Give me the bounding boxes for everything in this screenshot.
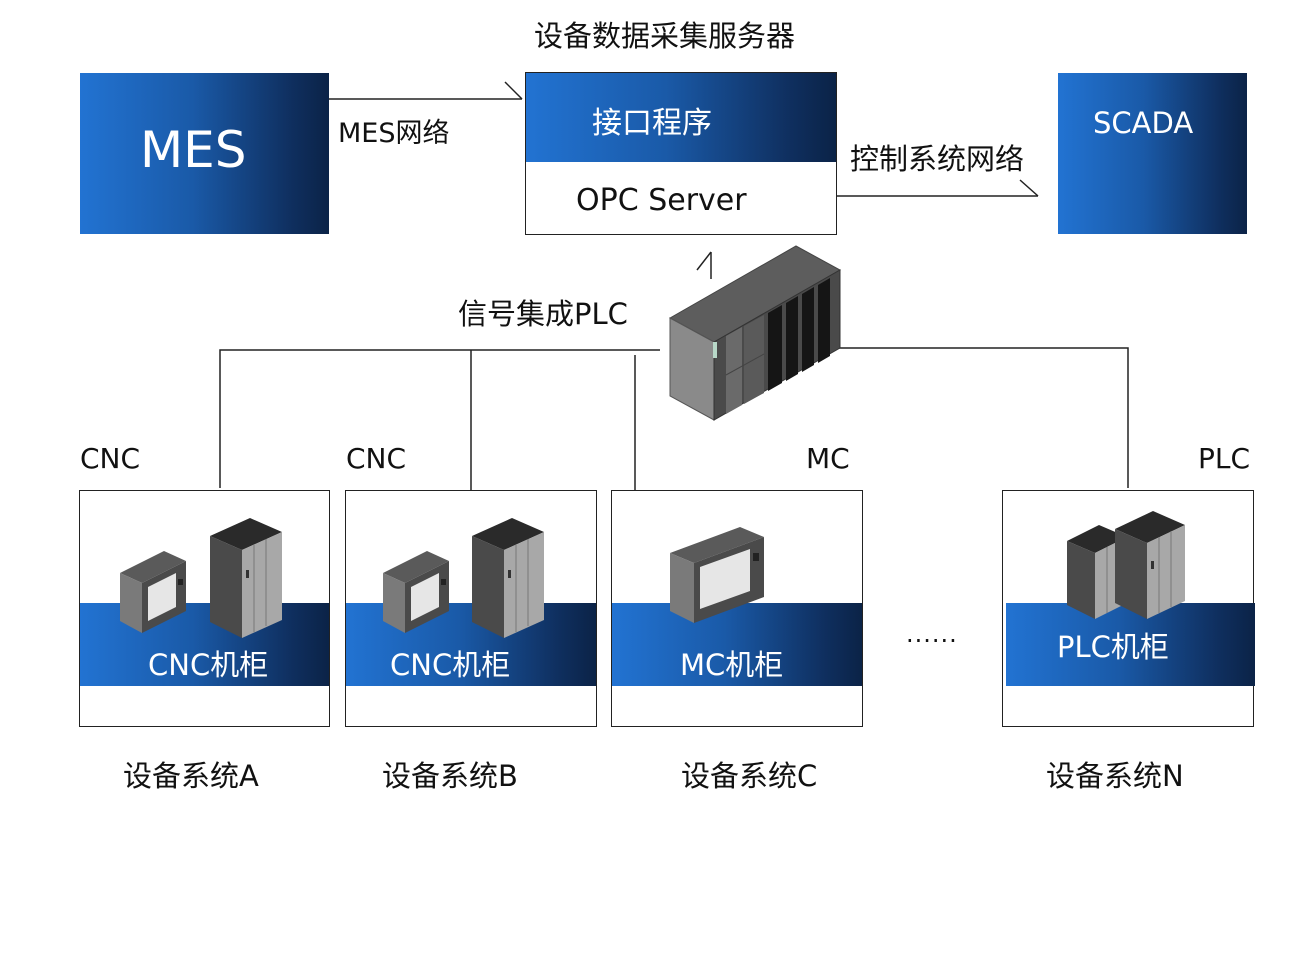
interface-program-label: 接口程序 xyxy=(592,106,712,141)
ellipsis: ...... xyxy=(906,620,958,648)
system-b-cabinet-label: CNC机柜 xyxy=(390,648,511,682)
plc-cabinet-icon xyxy=(1115,511,1185,619)
scada-block[interactable]: SCADA xyxy=(1058,73,1247,234)
system-c-box[interactable]: MC机柜 xyxy=(611,490,863,727)
system-n-type-label: PLC xyxy=(1198,442,1251,475)
plc-hub-label: 信号集成PLC xyxy=(458,297,628,331)
system-b-box[interactable]: CNC机柜 xyxy=(345,490,597,727)
system-b-type-label: CNC xyxy=(346,442,407,475)
cnc-panel-icon xyxy=(120,551,186,633)
system-n-box[interactable]: PLC机柜 xyxy=(1002,490,1255,727)
opc-server-label: OPC Server xyxy=(576,183,747,218)
system-c-type-label: MC xyxy=(806,442,850,475)
system-a-type-label: CNC xyxy=(80,442,141,475)
mes-network-label: MES网络 xyxy=(338,118,450,149)
mes-label: MES xyxy=(140,121,247,179)
plc-bus-lines xyxy=(219,347,1129,490)
mc-panel-icon xyxy=(670,527,764,623)
system-c-cabinet-band: MC机柜 xyxy=(612,603,862,686)
system-n-cabinet-label: PLC机柜 xyxy=(1057,630,1169,664)
mes-network-arrow xyxy=(300,81,523,100)
system-a-box[interactable]: CNC机柜 xyxy=(79,490,330,727)
mes-block[interactable]: MES xyxy=(80,73,329,234)
system-c-name: 设备系统C xyxy=(681,759,818,793)
system-n-name: 设备系统N xyxy=(1046,759,1184,793)
system-a-name: 设备系统A xyxy=(123,759,259,793)
scada-label: SCADA xyxy=(1093,106,1194,140)
system-b-name: 设备系统B xyxy=(382,759,518,793)
plc-up-arrow xyxy=(696,251,712,279)
interface-program[interactable]: 接口程序 xyxy=(526,73,836,162)
server-block[interactable]: 接口程序 OPC Server xyxy=(525,72,837,235)
system-n-cabinet-band: PLC机柜 xyxy=(1006,603,1255,686)
system-c-cabinet-label: MC机柜 xyxy=(680,648,784,682)
cnc-cabinet-icon xyxy=(472,518,544,638)
server-title: 设备数据采集服务器 xyxy=(534,19,796,53)
control-network-label: 控制系统网络 xyxy=(850,142,1025,176)
plc-hub-cabinet-icon xyxy=(668,245,842,421)
system-a-cabinet-label: CNC机柜 xyxy=(148,648,269,682)
cnc-panel-icon xyxy=(383,551,449,633)
cnc-cabinet-icon xyxy=(210,518,282,638)
